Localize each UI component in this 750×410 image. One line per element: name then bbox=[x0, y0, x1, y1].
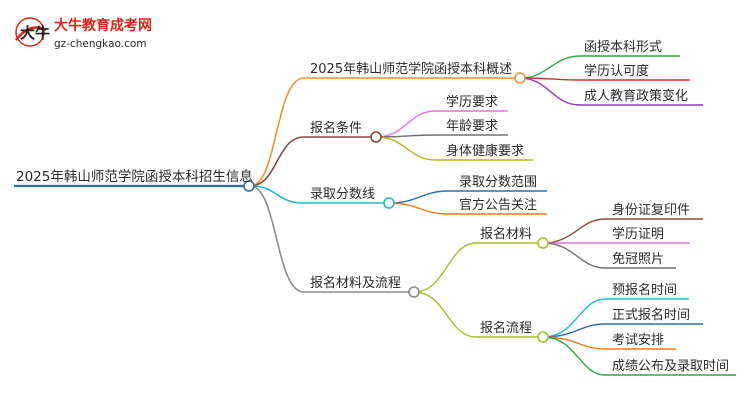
edge-overview-form bbox=[519, 55, 581, 79]
docs-collapse-toggle[interactable] bbox=[537, 237, 549, 249]
logo-name: 大牛教育成考网 bbox=[54, 17, 152, 34]
conditions-collapse-toggle[interactable] bbox=[370, 131, 382, 143]
node-pre-reg[interactable]: 预报名时间 bbox=[612, 282, 677, 298]
node-recognition[interactable]: 学历认可度 bbox=[584, 63, 649, 79]
node-exam[interactable]: 考试安排 bbox=[612, 333, 664, 348]
node-official-notice[interactable]: 官方公告关注 bbox=[459, 197, 537, 213]
node-cutoff[interactable]: 录取分数线 bbox=[310, 187, 375, 202]
edge-docs-id bbox=[542, 218, 606, 244]
node-conditions[interactable]: 报名条件 bbox=[310, 120, 362, 136]
edge-cutoff-notice bbox=[388, 202, 449, 215]
node-health-req[interactable]: 身体健康要求 bbox=[446, 143, 524, 159]
node-policy[interactable]: 成人教育政策变化 bbox=[584, 88, 688, 104]
logo-swoosh-icon bbox=[15, 26, 47, 41]
node-formal-reg[interactable]: 正式报名时间 bbox=[612, 307, 690, 323]
node-process[interactable]: 报名流程 bbox=[480, 320, 532, 336]
overview-collapse-toggle[interactable] bbox=[514, 72, 526, 84]
node-materials-process[interactable]: 报名材料及流程 bbox=[310, 275, 401, 291]
node-overview[interactable]: 2025年韩山师范学院函授本科概述 bbox=[310, 61, 512, 77]
process-collapse-toggle[interactable] bbox=[537, 331, 549, 343]
node-materials[interactable]: 报名材料 bbox=[480, 226, 532, 242]
site-logo: 大牛 大牛教育成考网 gz-chengkao.com bbox=[15, 17, 152, 50]
materials-collapse-toggle[interactable] bbox=[408, 286, 420, 298]
node-score-range[interactable]: 录取分数范围 bbox=[459, 175, 537, 190]
node-photo[interactable]: 免冠照片 bbox=[612, 252, 664, 267]
edge-materials-process bbox=[413, 291, 477, 338]
edge-materials-docs bbox=[413, 242, 477, 293]
node-edu-cert[interactable]: 学历证明 bbox=[612, 226, 664, 242]
edge-cutoff-range bbox=[388, 190, 449, 204]
root-node[interactable]: 2025年韩山师范学院函授本科招生信息 bbox=[16, 168, 253, 185]
edge-process-result bbox=[542, 336, 606, 376]
edge-root-materials bbox=[249, 185, 305, 293]
edge-conditions-edu bbox=[375, 110, 437, 138]
node-form[interactable]: 函授本科形式 bbox=[584, 40, 662, 55]
edge-process-formal bbox=[542, 323, 606, 338]
edge-conditions-health bbox=[375, 136, 437, 161]
node-results[interactable]: 成绩公布及录取时间 bbox=[612, 359, 729, 374]
edge-docs-photo bbox=[542, 242, 606, 269]
node-age-req[interactable]: 年龄要求 bbox=[446, 119, 498, 134]
node-edu-req[interactable]: 学历要求 bbox=[446, 94, 498, 110]
cutoff-collapse-toggle[interactable] bbox=[383, 197, 395, 209]
logo-url: gz-chengkao.com bbox=[54, 38, 147, 50]
edge-root-overview bbox=[249, 77, 305, 187]
edge-root-cutoff bbox=[249, 185, 305, 204]
logo-mark-chars: 大牛 bbox=[20, 24, 50, 42]
edge-root-conditions bbox=[249, 136, 305, 187]
node-id-copy[interactable]: 身份证复印件 bbox=[612, 202, 690, 218]
root-collapse-toggle[interactable] bbox=[243, 180, 255, 192]
logo-mark-icon bbox=[15, 17, 45, 47]
edge-overview-policy bbox=[519, 77, 581, 106]
